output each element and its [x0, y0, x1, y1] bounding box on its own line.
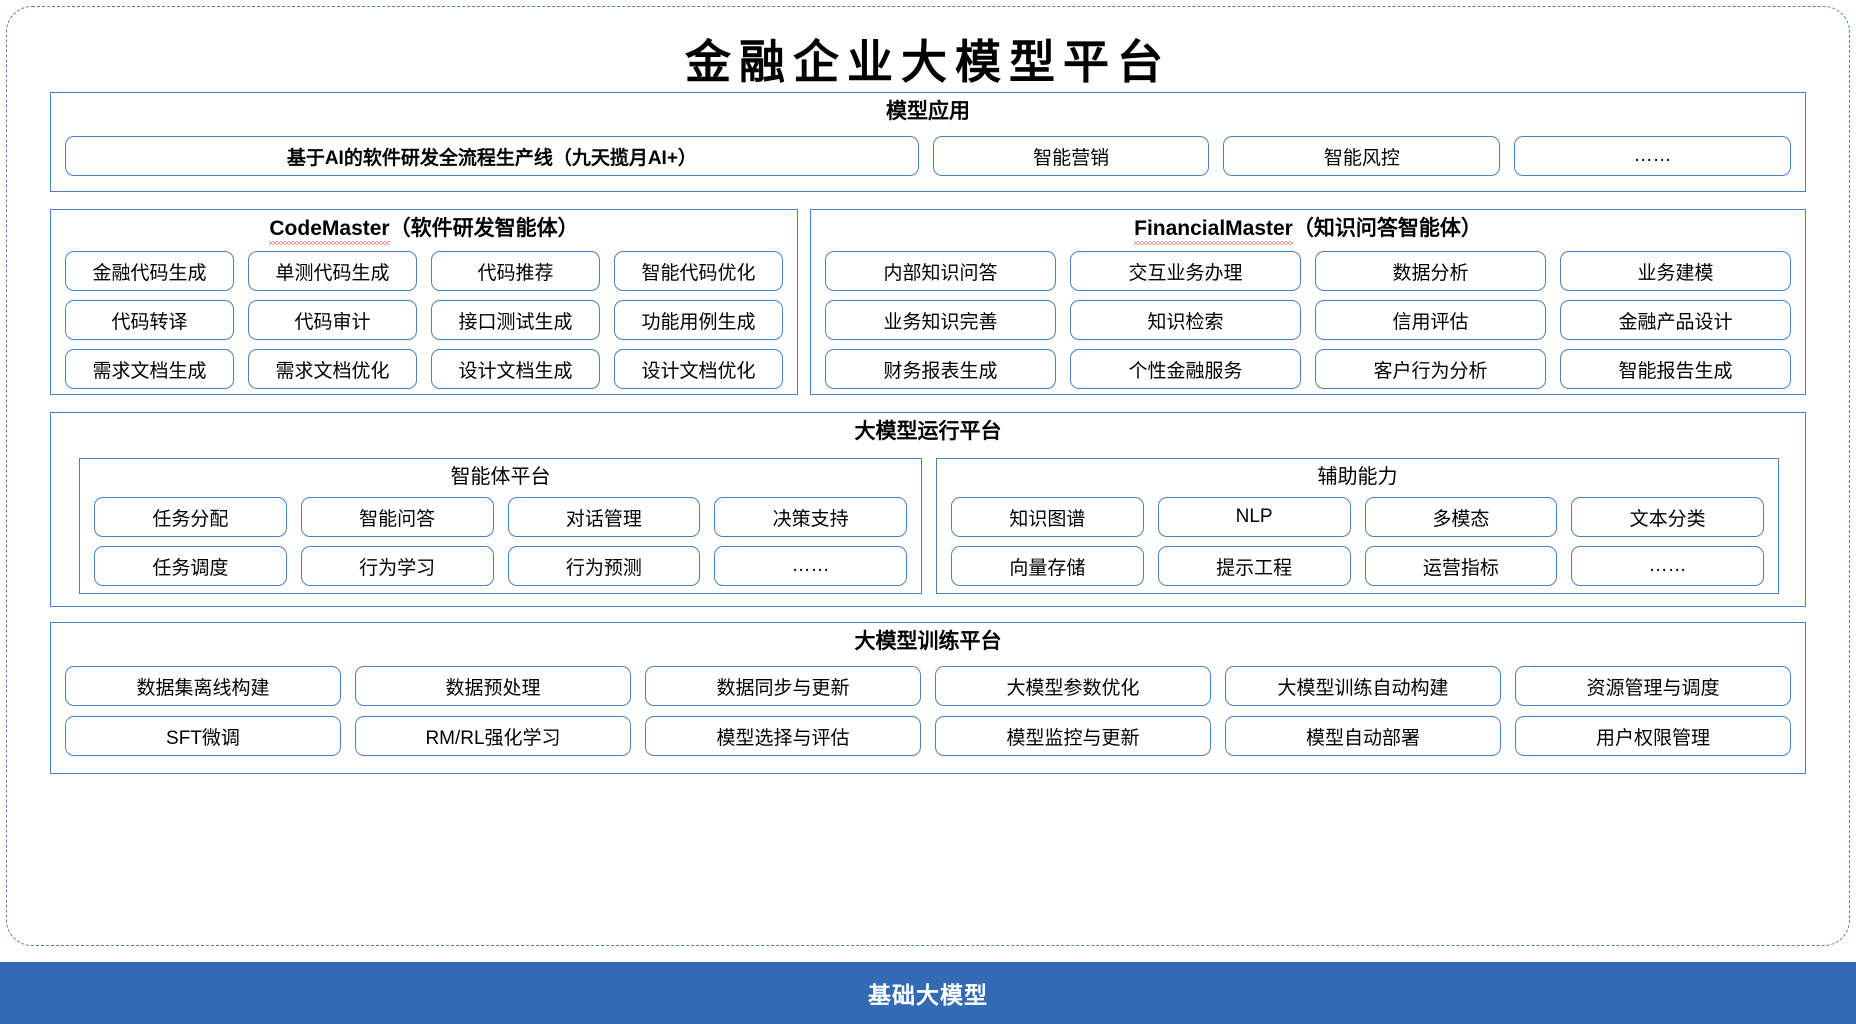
financialmaster-name-cn: （知识问答智能体）: [1292, 217, 1482, 240]
chip-more-applications[interactable]: ……: [1514, 136, 1791, 177]
chip-behavior-learning[interactable]: 行为学习: [300, 546, 494, 586]
chip-unit-test-code-gen[interactable]: 单测代码生成: [248, 251, 417, 292]
chip-smart-qa[interactable]: 智能问答: [300, 497, 494, 537]
chip-finance-code-gen[interactable]: 金融代码生成: [65, 251, 234, 292]
chip-smart-code-optimize[interactable]: 智能代码优化: [614, 251, 783, 292]
chip-rm-rl[interactable]: RM/RL强化学习: [355, 716, 631, 757]
training-platform-row-2: SFT微调 RM/RL强化学习 模型选择与评估 模型监控与更新 模型自动部署 用…: [51, 716, 1805, 757]
chip-text-classification[interactable]: 文本分类: [1571, 497, 1764, 537]
chip-code-transpile[interactable]: 代码转译: [65, 300, 234, 341]
chip-knowledge-retrieval[interactable]: 知识检索: [1070, 300, 1301, 341]
model-application-row: 基于AI的软件研发全流程生产线（九天揽月AI+） 智能营销 智能风控 ……: [51, 136, 1805, 177]
chip-data-sync-update[interactable]: 数据同步与更新: [645, 666, 921, 707]
model-application-heading: 模型应用: [886, 100, 970, 123]
chip-design-doc-gen[interactable]: 设计文档生成: [431, 349, 600, 390]
chip-task-scheduling[interactable]: 任务调度: [94, 546, 287, 586]
codemaster-name-cn: （软件研发智能体）: [389, 217, 579, 240]
chip-customer-behavior-analysis[interactable]: 客户行为分析: [1315, 349, 1546, 390]
chip-internal-knowledge-qa[interactable]: 内部知识问答: [825, 251, 1056, 292]
chip-code-recommend[interactable]: 代码推荐: [431, 251, 600, 292]
chip-data-analysis[interactable]: 数据分析: [1315, 251, 1546, 292]
chip-smart-marketing[interactable]: 智能营销: [932, 136, 1210, 177]
chip-business-modeling[interactable]: 业务建模: [1560, 251, 1791, 292]
chip-nlp[interactable]: NLP: [1157, 497, 1351, 537]
codemaster-name-latin: CodeMaster: [269, 217, 390, 246]
financialmaster-row-2: 业务知识完善 知识检索 信用评估 金融产品设计: [811, 300, 1805, 341]
chip-sft-finetune[interactable]: SFT微调: [65, 716, 341, 757]
codemaster-row-1: 金融代码生成 单测代码生成 代码推荐 智能代码优化: [51, 251, 797, 292]
chip-financial-product-design[interactable]: 金融产品设计: [1560, 300, 1791, 341]
chip-behavior-prediction[interactable]: 行为预测: [507, 546, 701, 586]
training-platform-heading: 大模型训练平台: [854, 630, 1002, 653]
auxiliary-capability-subpanel: 辅助能力 知识图谱 NLP 多模态 文本分类 向量存储 提示工程 运营指标 ……: [936, 458, 1779, 594]
chip-feature-case-gen[interactable]: 功能用例生成: [614, 300, 783, 341]
financialmaster-row-1: 内部知识问答 交互业务办理 数据分析 业务建模: [811, 251, 1805, 292]
chip-design-doc-optimize[interactable]: 设计文档优化: [614, 349, 783, 390]
chip-smart-risk-control[interactable]: 智能风控: [1223, 136, 1501, 177]
chip-decision-support[interactable]: 决策支持: [714, 497, 907, 537]
chip-financial-report-gen[interactable]: 财务报表生成: [825, 349, 1056, 390]
chip-resource-management[interactable]: 资源管理与调度: [1515, 666, 1791, 707]
chip-model-monitor-update[interactable]: 模型监控与更新: [935, 716, 1211, 757]
training-platform-row-1: 数据集离线构建 数据预处理 数据同步与更新 大模型参数优化 大模型训练自动构建 …: [51, 666, 1805, 707]
chip-business-knowledge-improve[interactable]: 业务知识完善: [825, 300, 1056, 341]
runtime-platform-panel: 大模型运行平台 智能体平台 任务分配 智能问答 对话管理 决策支持 任务调度 行…: [50, 412, 1806, 607]
foundation-model-label: 基础大模型: [868, 982, 988, 1008]
chip-operation-metrics[interactable]: 运营指标: [1364, 546, 1558, 586]
chip-code-audit[interactable]: 代码审计: [248, 300, 417, 341]
codemaster-panel: CodeMaster（软件研发智能体） 金融代码生成 单测代码生成 代码推荐 智…: [50, 209, 798, 395]
auxiliary-capability-row-2: 向量存储 提示工程 运营指标 ……: [937, 546, 1778, 586]
chip-data-preprocessing[interactable]: 数据预处理: [355, 666, 631, 707]
auxiliary-capability-row-1: 知识图谱 NLP 多模态 文本分类: [937, 497, 1778, 537]
agent-platform-subpanel: 智能体平台 任务分配 智能问答 对话管理 决策支持 任务调度 行为学习 行为预测…: [79, 458, 922, 594]
auxiliary-capability-heading: 辅助能力: [1317, 466, 1398, 488]
chip-vector-store[interactable]: 向量存储: [951, 546, 1144, 586]
codemaster-heading: CodeMaster（软件研发智能体）: [51, 210, 797, 246]
financialmaster-row-3: 财务报表生成 个性金融服务 客户行为分析 智能报告生成: [811, 349, 1805, 390]
agent-platform-heading: 智能体平台: [450, 466, 551, 488]
financialmaster-heading: FinancialMaster（知识问答智能体）: [811, 210, 1805, 246]
chip-requirement-doc-gen[interactable]: 需求文档生成: [65, 349, 234, 390]
runtime-platform-heading: 大模型运行平台: [854, 420, 1002, 443]
chip-model-auto-deploy[interactable]: 模型自动部署: [1225, 716, 1501, 757]
financialmaster-name-latin: FinancialMaster: [1134, 217, 1293, 246]
chip-api-test-gen[interactable]: 接口测试生成: [431, 300, 600, 341]
chip-personalized-finance-service[interactable]: 个性金融服务: [1070, 349, 1301, 390]
training-platform-panel: 大模型训练平台 数据集离线构建 数据预处理 数据同步与更新 大模型参数优化 大模…: [50, 622, 1806, 774]
chip-knowledge-graph[interactable]: 知识图谱: [951, 497, 1144, 537]
agent-platform-row-1: 任务分配 智能问答 对话管理 决策支持: [80, 497, 921, 537]
codemaster-row-3: 需求文档生成 需求文档优化 设计文档生成 设计文档优化: [51, 349, 797, 390]
chip-interactive-business[interactable]: 交互业务办理: [1070, 251, 1301, 292]
foundation-model-bar: 基础大模型: [0, 962, 1856, 1024]
chip-model-param-optimize[interactable]: 大模型参数优化: [935, 666, 1211, 707]
chip-credit-assessment[interactable]: 信用评估: [1315, 300, 1546, 341]
chip-dialog-management[interactable]: 对话管理: [507, 497, 701, 537]
chip-ai-pipeline[interactable]: 基于AI的软件研发全流程生产线（九天揽月AI+）: [65, 136, 919, 177]
agent-platform-row-2: 任务调度 行为学习 行为预测 ……: [80, 546, 921, 586]
chip-multimodal[interactable]: 多模态: [1364, 497, 1558, 537]
chip-agent-platform-more[interactable]: ……: [714, 546, 907, 586]
chip-requirement-doc-optimize[interactable]: 需求文档优化: [248, 349, 417, 390]
model-application-panel: 模型应用 基于AI的软件研发全流程生产线（九天揽月AI+） 智能营销 智能风控 …: [50, 92, 1806, 192]
chip-task-allocation[interactable]: 任务分配: [94, 497, 287, 537]
financialmaster-panel: FinancialMaster（知识问答智能体） 内部知识问答 交互业务办理 数…: [810, 209, 1806, 395]
chip-training-auto-build[interactable]: 大模型训练自动构建: [1225, 666, 1501, 707]
chip-dataset-offline-build[interactable]: 数据集离线构建: [65, 666, 341, 707]
page-title: 金融企业大模型平台: [685, 35, 1171, 89]
chip-user-permission-management[interactable]: 用户权限管理: [1515, 716, 1791, 757]
chip-smart-report-gen[interactable]: 智能报告生成: [1560, 349, 1791, 390]
chip-auxiliary-more[interactable]: ……: [1571, 546, 1764, 586]
chip-model-select-eval[interactable]: 模型选择与评估: [645, 716, 921, 757]
chip-prompt-engineering[interactable]: 提示工程: [1157, 546, 1351, 586]
codemaster-row-2: 代码转译 代码审计 接口测试生成 功能用例生成: [51, 300, 797, 341]
